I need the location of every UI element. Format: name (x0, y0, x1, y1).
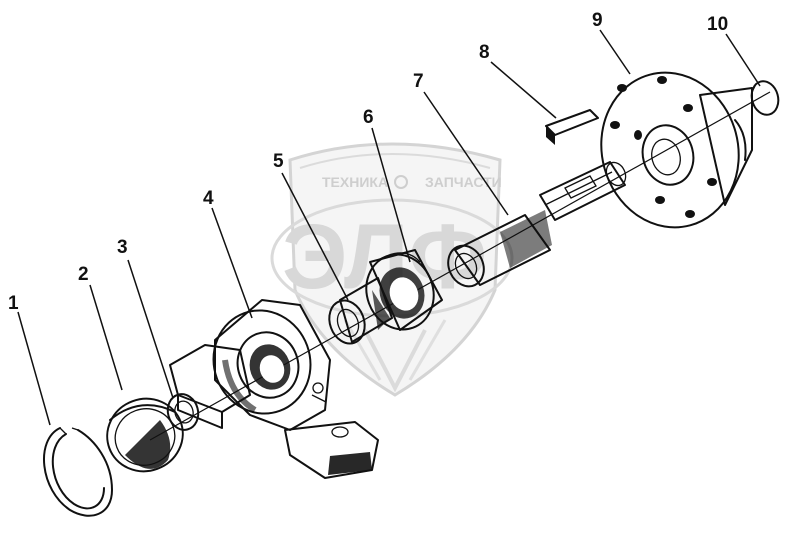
callout-10: 10 (707, 14, 728, 35)
gear-icon (394, 175, 408, 189)
part-9-flange (600, 71, 753, 229)
watermark-text-right: ЗАПЧАСТИ (425, 174, 502, 190)
leader-line-7 (423, 91, 509, 216)
leader-line-1 (17, 311, 51, 426)
leader-line-10 (725, 33, 761, 87)
part-1-snap-ring (43, 427, 113, 517)
leader-line-2 (89, 284, 123, 391)
callout-4: 4 (203, 188, 214, 209)
part-6-bearing (365, 249, 443, 331)
part-4-bearing-housing (169, 299, 379, 479)
callout-labels: 1 2 3 4 5 6 7 8 9 10 (8, 10, 728, 314)
callout-5: 5 (273, 151, 284, 172)
leader-line-3 (127, 259, 174, 399)
leader-line-8 (490, 61, 557, 119)
callout-7: 7 (413, 71, 424, 92)
leader-lines (17, 29, 761, 426)
leader-line-4 (211, 207, 253, 319)
callout-2: 2 (78, 264, 89, 285)
callout-6: 6 (363, 107, 374, 128)
assembly-axis (149, 91, 771, 441)
callout-9: 9 (592, 10, 603, 31)
part-5-bushing (328, 277, 393, 345)
leader-line-6 (371, 127, 411, 263)
leader-line-9 (599, 29, 631, 75)
part-10-circlip (750, 80, 780, 116)
callout-8: 8 (479, 42, 490, 63)
callout-3: 3 (117, 237, 128, 258)
part-8-key (545, 109, 599, 145)
callout-1: 1 (8, 293, 19, 314)
leader-line-5 (281, 172, 349, 301)
watermark-text-left: ТЕХНИКА (322, 174, 388, 190)
